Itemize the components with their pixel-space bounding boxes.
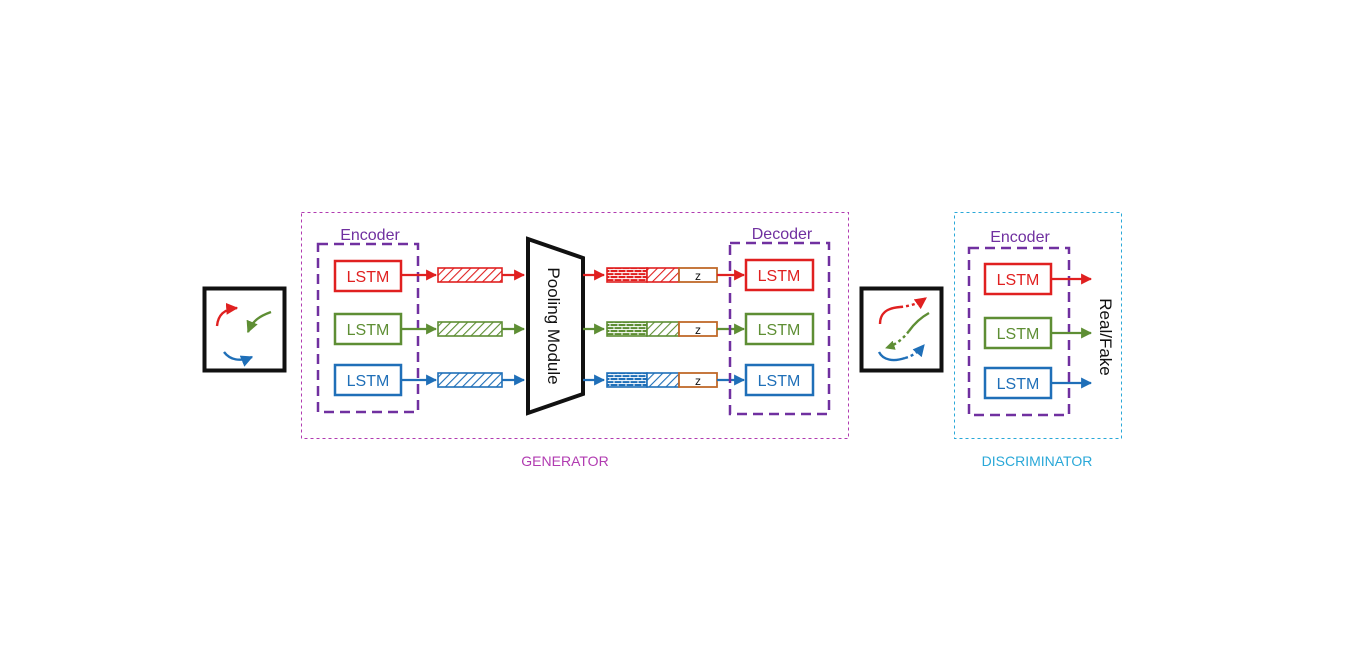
pooling-module-label: Pooling Module <box>544 267 563 384</box>
pooling-module: Pooling Module <box>526 236 585 416</box>
discriminator-lstm-red: LSTM <box>983 262 1053 296</box>
hidden-state-red <box>437 267 503 283</box>
hidden-state-red <box>646 267 680 283</box>
generator-decoder: Decoder LSTM LSTM LSTM <box>728 226 831 416</box>
discriminator-encoder-title: Encoder <box>990 229 1050 246</box>
svg-text:LSTM: LSTM <box>758 373 801 390</box>
discriminator-label: DISCRIMINATOR <box>982 453 1093 469</box>
pooled-vector-red <box>606 267 648 283</box>
decoder-input-blue: z <box>606 372 718 388</box>
svg-text:LSTM: LSTM <box>997 272 1040 289</box>
pooled-vector-green <box>606 321 648 337</box>
svg-text:LSTM: LSTM <box>997 326 1040 343</box>
decoder-input-green: z <box>606 321 718 337</box>
input-trajectories-icon <box>202 286 287 373</box>
hidden-state-blue <box>646 372 680 388</box>
svg-text:LSTM: LSTM <box>347 269 390 286</box>
svg-text:LSTM: LSTM <box>997 376 1040 393</box>
discriminator-output-label: Real/Fake <box>1096 298 1115 375</box>
decoder-lstm-red: LSTM <box>744 258 815 292</box>
discriminator-encoder: Encoder LSTM LSTM LSTM <box>967 229 1071 417</box>
discriminator-frame <box>954 212 1122 439</box>
pooled-vector-blue <box>606 372 648 388</box>
generator-label: GENERATOR <box>521 453 608 469</box>
hidden-state-blue <box>437 372 503 388</box>
encoder-lstm-blue: LSTM <box>333 363 403 397</box>
svg-text:LSTM: LSTM <box>758 268 801 285</box>
encoder-lstm-red: LSTM <box>333 259 403 293</box>
encoder-lstm-green: LSTM <box>333 312 403 346</box>
svg-text:LSTM: LSTM <box>758 322 801 339</box>
generator-encoder-title: Encoder <box>340 227 400 244</box>
generator-encoder: Encoder LSTM LSTM LSTM <box>316 227 420 414</box>
discriminator-lstm-blue: LSTM <box>983 366 1053 400</box>
decoder-lstm-blue: LSTM <box>744 363 815 397</box>
noise-label: z <box>695 374 701 388</box>
hidden-state-green <box>646 321 680 337</box>
discriminator: DISCRIMINATOR Encoder LSTM LSTM LSTM Rea… <box>954 212 1122 469</box>
generator-decoder-frame <box>728 241 831 416</box>
generator-decoder-title: Decoder <box>752 226 813 243</box>
decoder-input-red: z <box>606 267 718 283</box>
svg-text:LSTM: LSTM <box>347 322 390 339</box>
generator: GENERATOR Encoder LSTM LSTM LSTM <box>301 212 849 469</box>
svg-text:LSTM: LSTM <box>347 373 390 390</box>
hidden-state-green <box>437 321 503 337</box>
noise-label: z <box>695 323 701 337</box>
discriminator-lstm-green: LSTM <box>983 316 1053 350</box>
decoder-lstm-green: LSTM <box>744 312 815 346</box>
discriminator-encoder-frame <box>967 246 1071 417</box>
predicted-trajectories-icon <box>859 286 944 373</box>
noise-label: z <box>695 269 701 283</box>
generator-frame <box>301 212 849 439</box>
